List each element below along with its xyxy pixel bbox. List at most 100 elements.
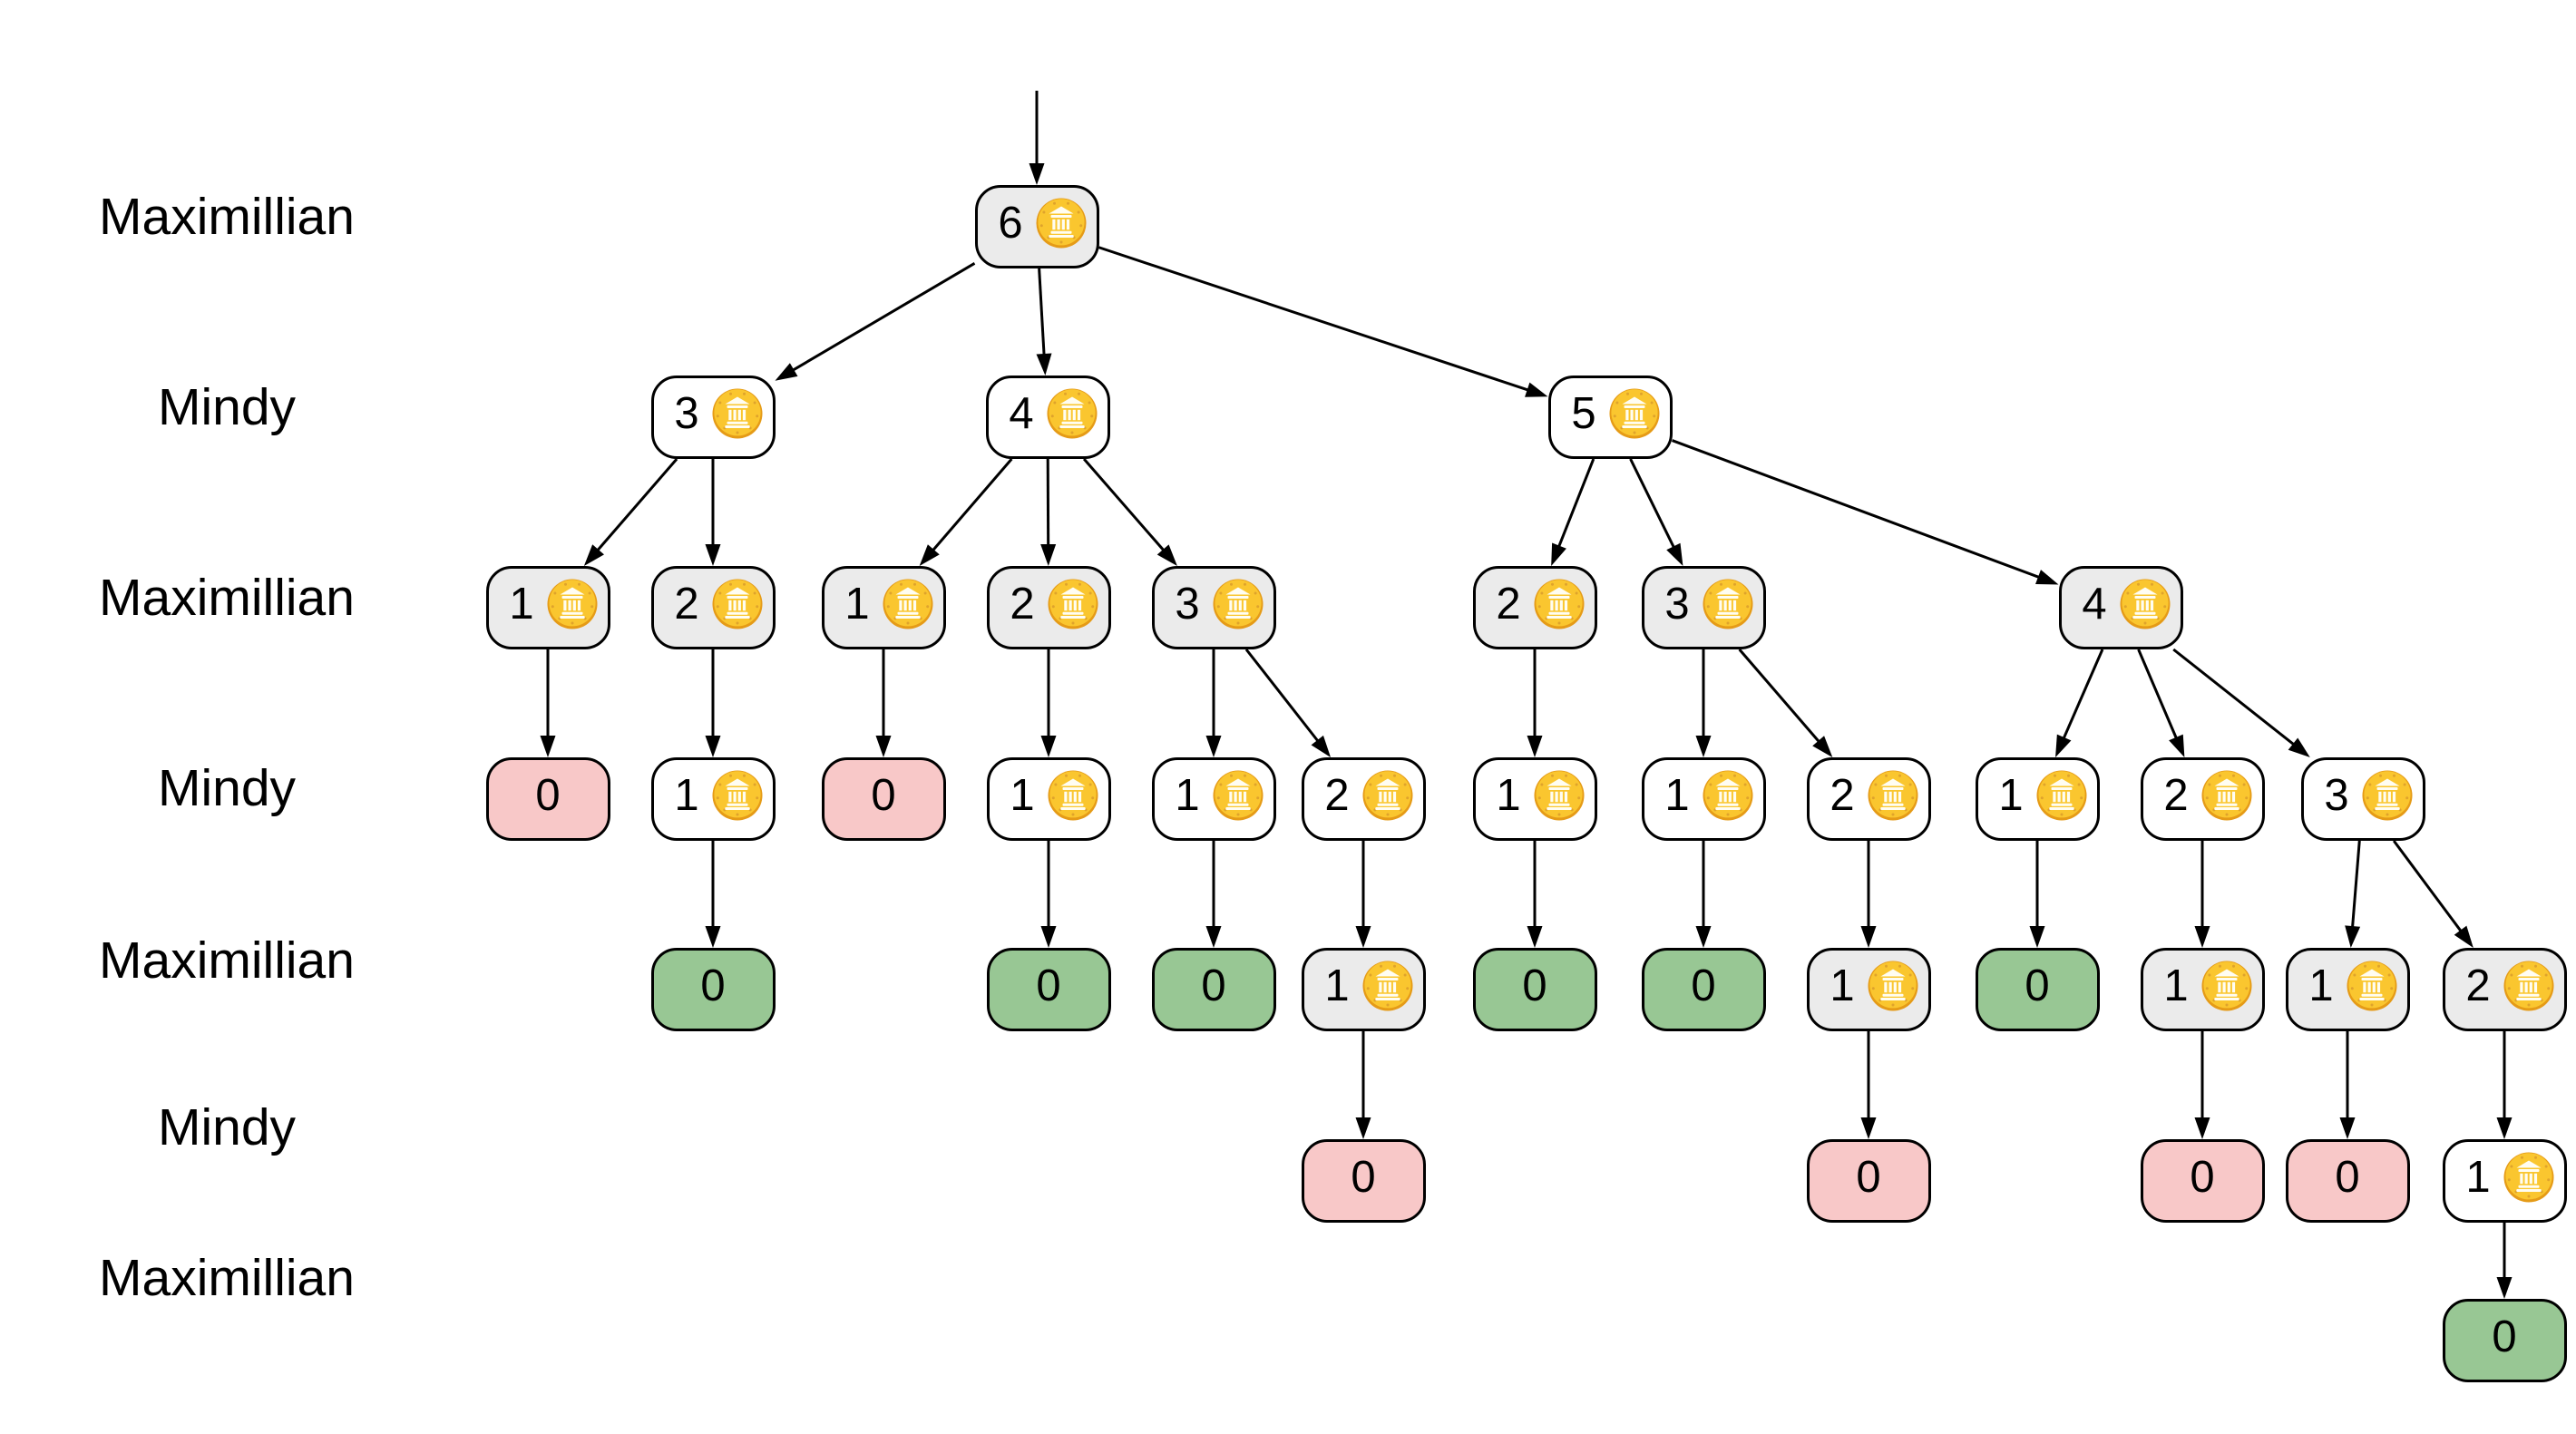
node-value: 5: [1571, 388, 1596, 438]
node-value: 2: [1830, 770, 1855, 820]
node-value: 1: [2465, 1152, 2491, 1202]
arrowhead-icon: [1036, 353, 1052, 376]
arrowhead-icon: [1205, 926, 1222, 948]
node-value: 2: [1496, 579, 1521, 629]
arrowhead-icon: [1355, 1117, 1371, 1139]
tree-node: 2: [650, 566, 776, 649]
node-value: 2: [674, 579, 699, 629]
node-value: 1: [2163, 961, 2189, 1010]
node-value: 0: [535, 770, 561, 820]
tree-node: 2: [1301, 757, 1426, 841]
arrowhead-icon: [1812, 736, 1833, 757]
coin-icon: [1036, 198, 1087, 249]
tree-node: 0: [1975, 948, 2100, 1031]
node-value: 6: [998, 198, 1023, 248]
node-content: 1: [1664, 770, 1753, 821]
node-content: 4: [1009, 388, 1098, 439]
edge-line: [2392, 840, 2464, 934]
node-value: 0: [1522, 961, 1547, 1010]
tree-node: 6: [974, 185, 1099, 268]
node-value: 0: [1351, 1152, 1376, 1202]
node-content: 3: [1175, 579, 1264, 629]
node-value: 2: [1010, 579, 1035, 629]
arrowhead-icon: [2496, 1117, 2513, 1139]
arrowhead-icon: [1156, 544, 1177, 566]
coin-icon: [712, 388, 763, 439]
coin-icon: [712, 579, 763, 629]
tree-node: 0: [2285, 1139, 2410, 1223]
node-content: 2: [1830, 770, 1918, 821]
node-value: 0: [1036, 961, 1061, 1010]
node-value: 1: [1010, 770, 1035, 820]
coin-icon: [1213, 770, 1264, 821]
node-value: 0: [2190, 1152, 2215, 1202]
node-content: 1: [2465, 1152, 2554, 1203]
node-content: 1: [1010, 770, 1098, 821]
row-label: Maximillian: [99, 932, 355, 990]
node-value: 1: [1175, 770, 1200, 820]
tree-node: 1: [650, 757, 776, 841]
node-value: 3: [674, 388, 699, 438]
arrowhead-icon: [875, 736, 892, 757]
node-content: 3: [2324, 770, 2413, 821]
tree-node: 0: [485, 757, 610, 841]
coin-icon: [1868, 770, 1918, 821]
tree-node: 1: [2442, 1139, 2567, 1223]
node-value: 1: [1324, 961, 1350, 1010]
tree-node: 1: [2285, 948, 2410, 1031]
tree-node: 0: [1472, 948, 1597, 1031]
coin-icon: [712, 770, 763, 821]
node-value: 1: [674, 770, 699, 820]
arrowhead-icon: [2194, 1117, 2210, 1139]
tree-node: 4: [985, 376, 1110, 459]
node-value: 2: [1324, 770, 1350, 820]
arrowhead-icon: [705, 544, 721, 566]
edge-line: [2061, 649, 2104, 742]
coin-icon: [1362, 770, 1413, 821]
node-content: 2: [1496, 579, 1585, 629]
node-content: 1: [2163, 961, 2252, 1011]
tree-node: 1: [1806, 948, 1931, 1031]
coin-icon: [2201, 961, 2252, 1011]
node-value: 0: [2335, 1152, 2360, 1202]
node-value: 1: [509, 579, 534, 629]
node-content: 1: [1830, 961, 1918, 1011]
coin-icon: [2036, 770, 2087, 821]
arrowhead-icon: [1205, 736, 1222, 757]
node-content: 1: [674, 770, 763, 821]
coin-icon: [883, 579, 933, 629]
arrowhead-icon: [1860, 926, 1877, 948]
coin-icon: [1868, 961, 1918, 1011]
tree-node: 0: [1301, 1139, 1426, 1223]
arrowhead-icon: [705, 926, 721, 948]
node-content: 2: [1010, 579, 1098, 629]
edge-line: [2350, 840, 2361, 931]
row-label: Maximillian: [99, 1249, 355, 1307]
arrowhead-icon: [2029, 926, 2045, 948]
tree-node: 1: [485, 566, 610, 649]
tree-node: 0: [1806, 1139, 1931, 1223]
arrowhead-icon: [1695, 926, 1712, 948]
row-label: Mindy: [157, 759, 297, 817]
arrowhead-icon: [1355, 926, 1371, 948]
arrowhead-icon: [1551, 542, 1566, 566]
tree-node: 1: [821, 566, 946, 649]
coin-icon: [1213, 579, 1264, 629]
arrowhead-icon: [1695, 736, 1712, 757]
node-content: 0: [871, 773, 895, 818]
tree-node: 1: [1472, 757, 1597, 841]
arrowhead-icon: [2454, 925, 2474, 948]
node-value: 1: [844, 579, 870, 629]
node-value: 2: [2163, 770, 2189, 820]
node-content: 2: [674, 579, 763, 629]
node-content: 0: [2335, 1152, 2360, 1202]
edge-line: [789, 262, 976, 373]
tree-node: 3: [2300, 757, 2425, 841]
coin-icon: [1048, 770, 1098, 821]
node-value: 0: [1856, 1152, 1881, 1202]
row-label: Maximillian: [99, 569, 355, 627]
edge-line: [930, 458, 1013, 553]
node-value: 3: [1664, 579, 1690, 629]
coin-icon: [1534, 770, 1585, 821]
coin-icon: [2120, 579, 2171, 629]
